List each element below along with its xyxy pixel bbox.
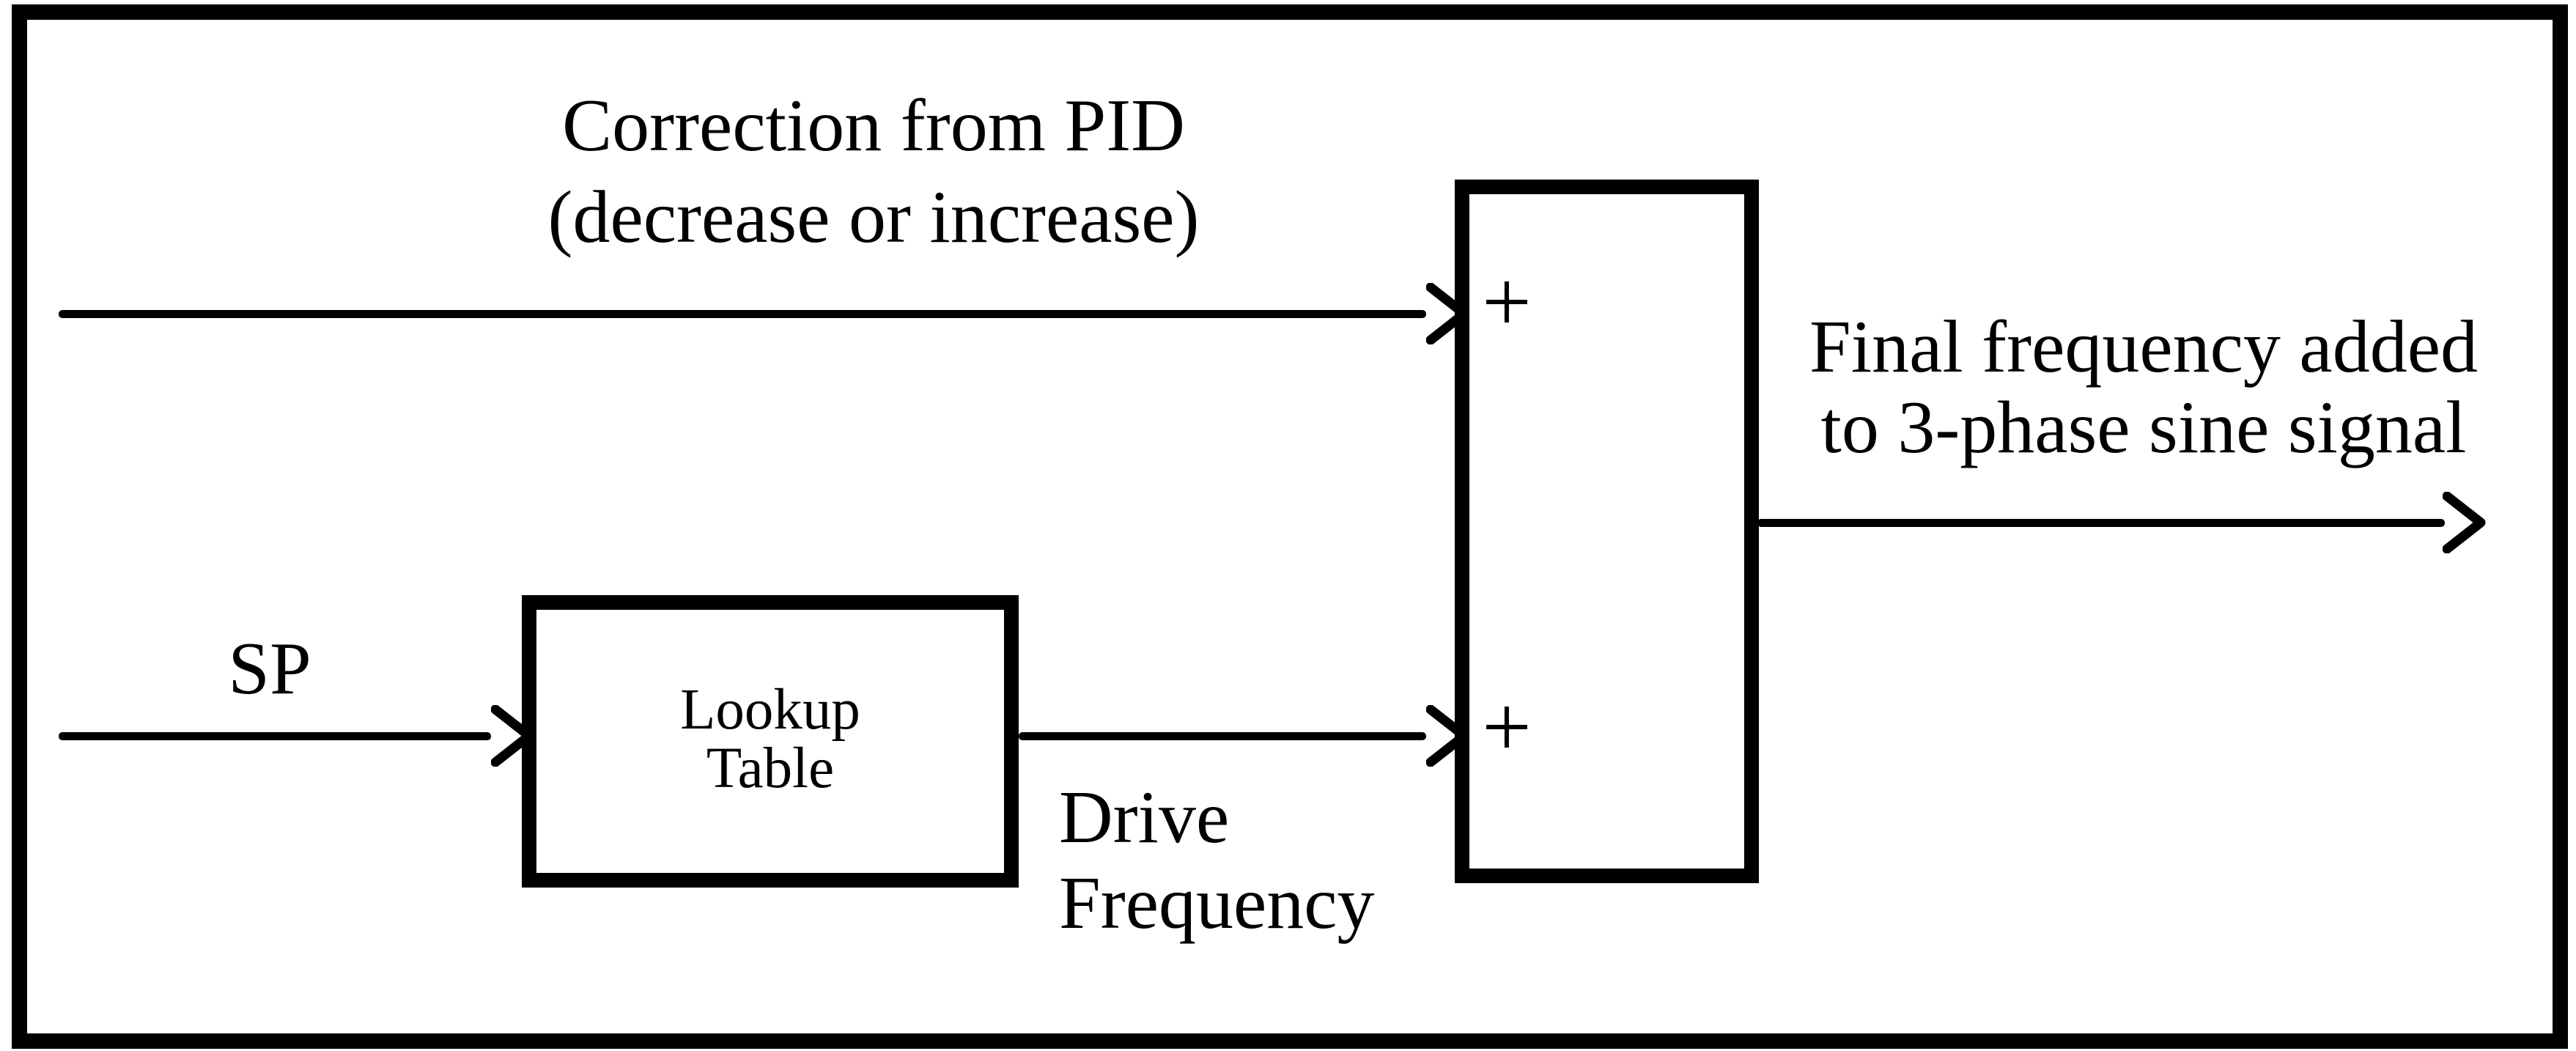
drive-frequency-label-line1: Drive [1059,776,1230,859]
lookup-table-label-line2: Table [706,737,835,800]
final-frequency-label-line1: Final frequency added [1809,306,2478,388]
diagram-border-frame [12,4,2568,1049]
drive-frequency-label-line2: Frequency [1059,862,1375,945]
pid-correction-label: Correction from PID (decrease or increas… [507,80,1240,263]
pid-correction-label-line2: (decrease or increase) [547,176,1200,259]
lookup-table-box [522,595,1019,888]
final-frequency-label-line2: to 3-phase sine signal [1820,386,2467,469]
final-frequency-label: Final frequency added to 3-phase sine si… [1777,307,2510,468]
drive-frequency-arrow-line [1019,732,1426,740]
lookup-table-label: Lookup Table [522,681,1019,798]
setpoint-arrow-line [59,732,491,740]
plus-sign-bottom-icon: + [1482,678,1532,775]
setpoint-label: SP [228,627,311,710]
output-arrowhead-icon [2443,492,2487,553]
lookup-table-label-line1: Lookup [680,678,860,742]
output-arrow-line [1757,519,2445,527]
summing-junction-box [1455,180,1759,883]
pid-correction-label-line1: Correction from PID [562,84,1185,167]
pid-correction-arrow-line [59,310,1426,318]
drive-frequency-label: Drive Frequency [1059,775,1375,946]
plus-sign-top-icon: + [1482,253,1532,350]
